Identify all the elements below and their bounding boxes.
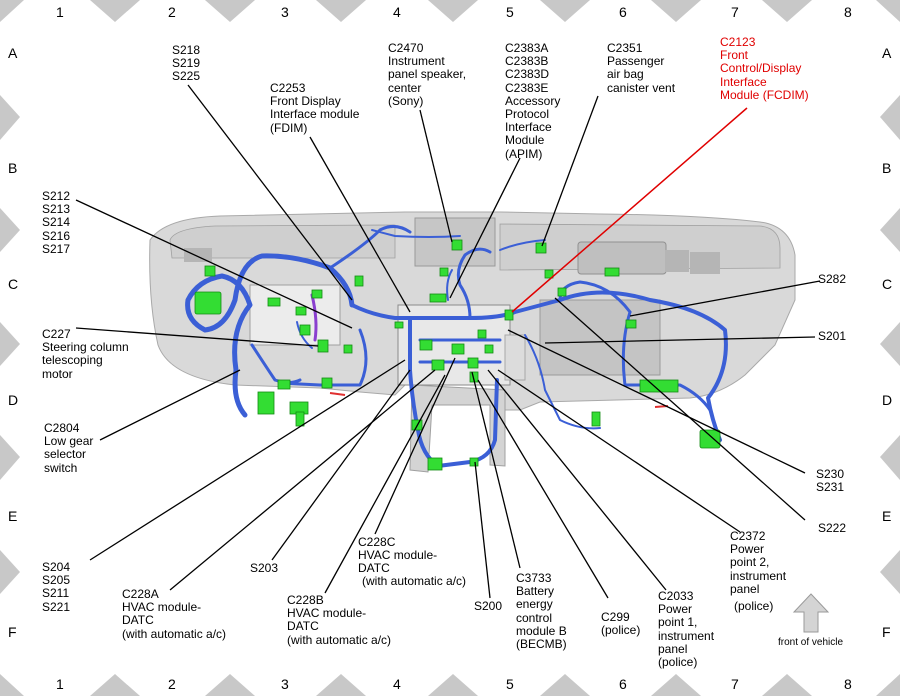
grid-row-a-right: A xyxy=(882,45,892,61)
label-c2033-power-point-1: C2033 Power point 1, instrument panel (p… xyxy=(658,589,715,670)
grid-row-e-right: E xyxy=(882,508,892,524)
grid-col-2: 2 xyxy=(168,4,176,20)
grid-col-4: 4 xyxy=(393,4,401,20)
grid-col-1-bottom: 1 xyxy=(56,676,64,692)
label-s222: S222 xyxy=(818,521,847,535)
wiring-harness xyxy=(185,225,728,468)
label-c228c-with-ac: (with automatic a/c) xyxy=(362,574,467,588)
label-c228c-hvac: C228C HVAC module- DATC xyxy=(358,535,438,576)
grid-col-4-bottom: 4 xyxy=(393,676,401,692)
label-s204-s221: S204 S205 S211 S221 xyxy=(42,560,71,614)
label-s201: S201 xyxy=(818,329,847,343)
label-c228b-hvac: C228B HVAC module- DATC (with automatic … xyxy=(287,593,392,647)
grid-col-6-bottom: 6 xyxy=(619,676,627,692)
label-s212-s217: S212 S213 S214 S216 S217 xyxy=(42,189,71,256)
label-c228a-hvac: C228A HVAC module- DATC (with automatic … xyxy=(122,587,227,641)
label-c299-police: C299 (police) xyxy=(601,610,641,638)
label-s282: S282 xyxy=(818,272,847,286)
label-c3733-becmb: C3733 Battery energy control module B (B… xyxy=(516,571,567,652)
grid-col-3: 3 xyxy=(281,4,289,20)
grid-row-b-right: B xyxy=(882,160,892,176)
grid-row-f: F xyxy=(8,624,17,640)
grid-col-8: 8 xyxy=(844,4,852,20)
grid-col-5: 5 xyxy=(506,4,514,20)
connectors xyxy=(194,239,721,471)
grid-col-8-bottom: 8 xyxy=(844,676,852,692)
label-c2351-airbag: C2351 Passenger air bag canister vent xyxy=(607,41,676,95)
label-s218-s219-s225: S218 S219 S225 xyxy=(172,43,201,84)
label-c2123-fcdim: C2123 Front Control/Display Interface Mo… xyxy=(720,35,809,102)
grid-col-2-bottom: 2 xyxy=(168,676,176,692)
grid-row-d: D xyxy=(8,392,19,408)
label-s203: S203 xyxy=(250,561,279,575)
grid-col-7-bottom: 7 xyxy=(731,676,739,692)
label-c227-steering: C227 Steering column telescoping motor xyxy=(42,327,129,381)
label-s200: S200 xyxy=(474,599,503,613)
front-of-vehicle-arrow-icon xyxy=(792,593,830,633)
label-c2804-selector: C2804 Low gear selector switch xyxy=(44,421,94,475)
grid-row-f-right: F xyxy=(882,624,891,640)
grid-row-d-right: D xyxy=(882,392,893,408)
label-c2372-power-point-2: C2372 Power point 2, instrument panel xyxy=(730,529,787,596)
label-c2253-fdim: C2253 Front Display Interface module (FD… xyxy=(270,81,360,135)
grid-row-c-right: C xyxy=(882,276,893,292)
grid-row-b: B xyxy=(8,160,18,176)
label-s230-s231: S230 S231 xyxy=(816,467,845,495)
label-c2383-apim: C2383A C2383B C2383D C2383E Accessory Pr… xyxy=(505,41,561,161)
grid-row-a: A xyxy=(8,45,18,61)
grid-col-5-bottom: 5 xyxy=(506,676,514,692)
grid-col-1: 1 xyxy=(56,4,64,20)
red-wire xyxy=(329,392,346,396)
grid-col-7: 7 xyxy=(731,4,739,20)
label-front-of-vehicle: front of vehicle xyxy=(778,637,844,648)
label-police-c2372: (police) xyxy=(734,599,774,613)
grid-row-c: C xyxy=(8,276,19,292)
grid-row-e: E xyxy=(8,508,18,524)
leader-lines xyxy=(75,84,821,599)
fcdim-leader-line xyxy=(511,107,748,313)
label-c2470-speaker: C2470 Instrument panel speaker, center (… xyxy=(388,41,467,108)
grid-col-3-bottom: 3 xyxy=(281,676,289,692)
grid-col-6: 6 xyxy=(619,4,627,20)
